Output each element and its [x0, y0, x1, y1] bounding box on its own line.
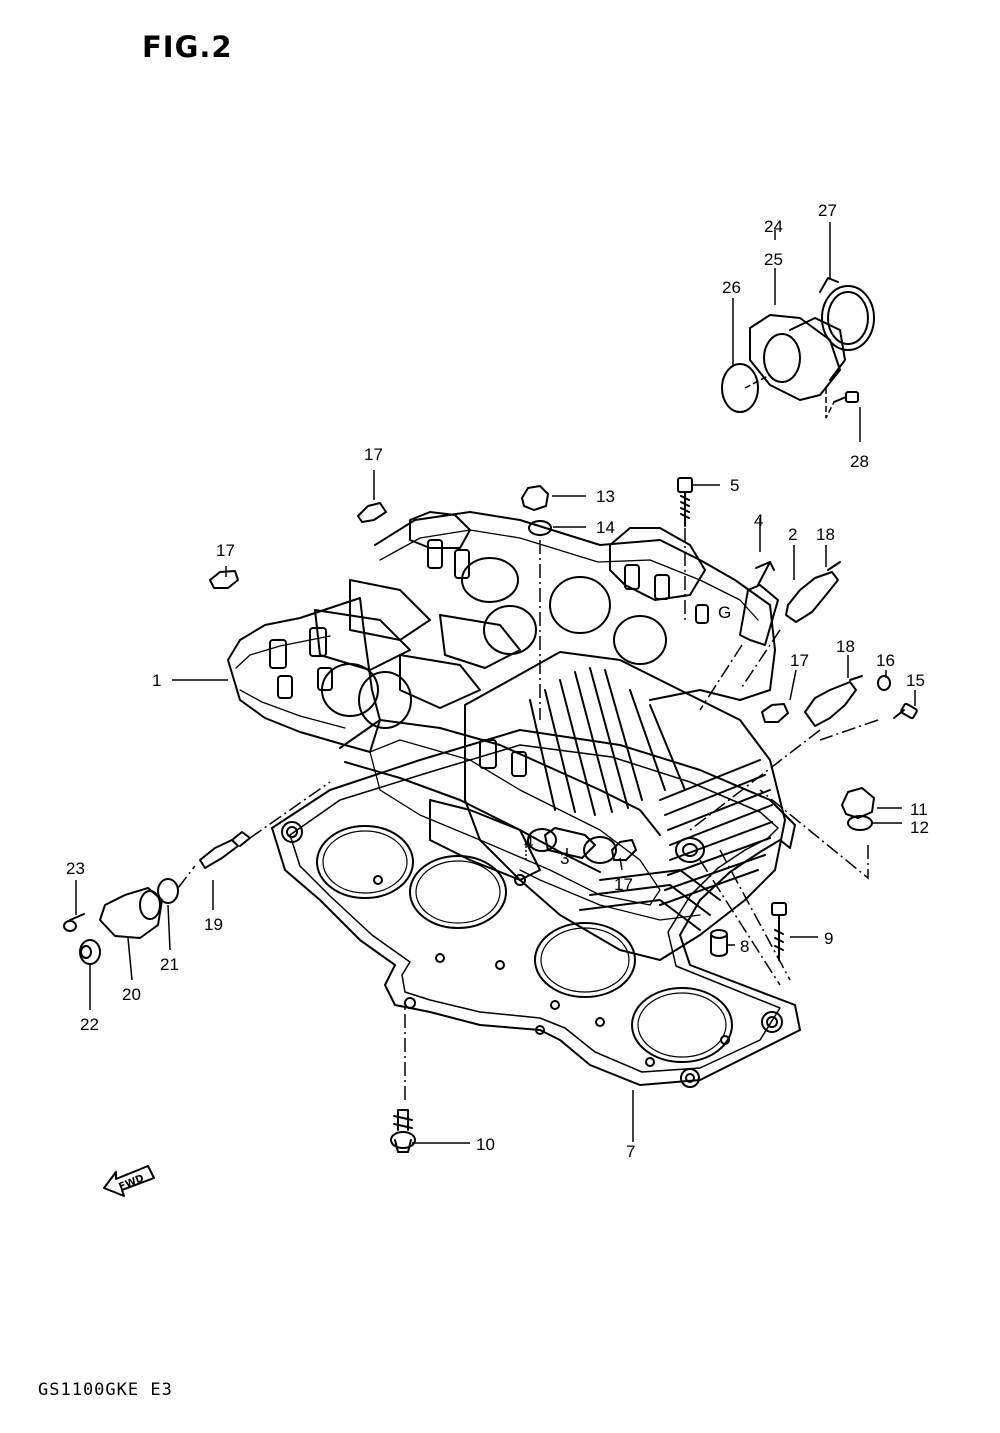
callout-8: 8 — [740, 937, 749, 956]
plug-upper — [357, 502, 387, 523]
callout-23: 23 — [66, 859, 85, 878]
callout-18-upper: 18 — [816, 525, 835, 544]
cylinder-head — [227, 511, 786, 961]
callout-16: 16 — [876, 651, 895, 670]
callout-11: 11 — [910, 800, 928, 819]
callout-17-right: 17 — [790, 651, 809, 670]
cap-22 — [79, 939, 101, 965]
callout-14: 14 — [596, 518, 615, 537]
spark-plug-lower — [804, 675, 863, 727]
dowel-8 — [710, 929, 728, 957]
bolt-10 — [390, 1109, 416, 1153]
tensioner-20 — [99, 887, 163, 939]
callout-labels: 1 2 3 4 4 5 7 8 9 10 11 12 13 14 15 16 1… — [66, 201, 929, 1193]
valve-3 — [544, 827, 596, 859]
callout-21: 21 — [160, 955, 179, 974]
plug-right — [761, 703, 789, 723]
cap-nut-13 — [521, 485, 549, 511]
callout-3: 3 — [560, 849, 569, 868]
callout-2: 2 — [788, 525, 797, 544]
spark-plug-upper — [785, 561, 841, 623]
callout-22: 22 — [80, 1015, 99, 1034]
head-gasket — [271, 729, 801, 1088]
leader-lines — [75, 222, 916, 1144]
callout-13: 13 — [596, 487, 615, 506]
figure-title: FIG.2 — [142, 30, 233, 64]
valve-guide-2 — [739, 561, 779, 646]
callout-7: 7 — [626, 1142, 635, 1161]
screw-15 — [893, 702, 918, 720]
callout-4-upper: 4 — [754, 511, 763, 530]
screw-23 — [63, 913, 85, 932]
callout-15: 15 — [906, 671, 925, 690]
callout-10: 10 — [476, 1135, 495, 1154]
plug-lower — [611, 839, 637, 861]
callout-26: 26 — [722, 278, 741, 297]
gasket-marker: G — [718, 603, 731, 622]
tensioner-rod-19 — [199, 831, 251, 869]
dowel-g — [695, 604, 709, 624]
callout-17-bottom: 17 — [614, 875, 633, 894]
washer-21 — [157, 878, 179, 904]
callout-27: 27 — [818, 201, 837, 220]
callout-4-lower: 4 — [524, 833, 533, 852]
model-code: GS1100GKE E3 — [38, 1380, 173, 1400]
callout-20: 20 — [122, 985, 141, 1004]
fwd-arrow-icon — [103, 1165, 155, 1197]
washer-16 — [877, 675, 891, 691]
callout-19: 19 — [204, 915, 223, 934]
callout-5: 5 — [730, 476, 739, 495]
washer-14 — [528, 520, 552, 536]
callout-24: 24 — [764, 217, 783, 236]
callout-1: 1 — [152, 671, 161, 690]
callout-28: 28 — [850, 452, 869, 471]
callout-18-lower: 18 — [836, 637, 855, 656]
bolt-9 — [771, 902, 787, 961]
callout-25: 25 — [764, 250, 783, 269]
bolt-5 — [677, 477, 693, 527]
intake-pipe-25 — [749, 314, 846, 401]
callout-9: 9 — [824, 929, 833, 948]
clip-4 — [755, 561, 775, 571]
callout-17-top: 17 — [364, 445, 383, 464]
clamp-27 — [819, 277, 875, 351]
acorn-nut-11 — [841, 787, 875, 819]
screw-28 — [833, 391, 859, 403]
plug-left — [209, 570, 239, 589]
o-ring-26 — [721, 363, 759, 413]
callout-17-left: 17 — [216, 541, 235, 560]
callout-12: 12 — [910, 818, 929, 837]
